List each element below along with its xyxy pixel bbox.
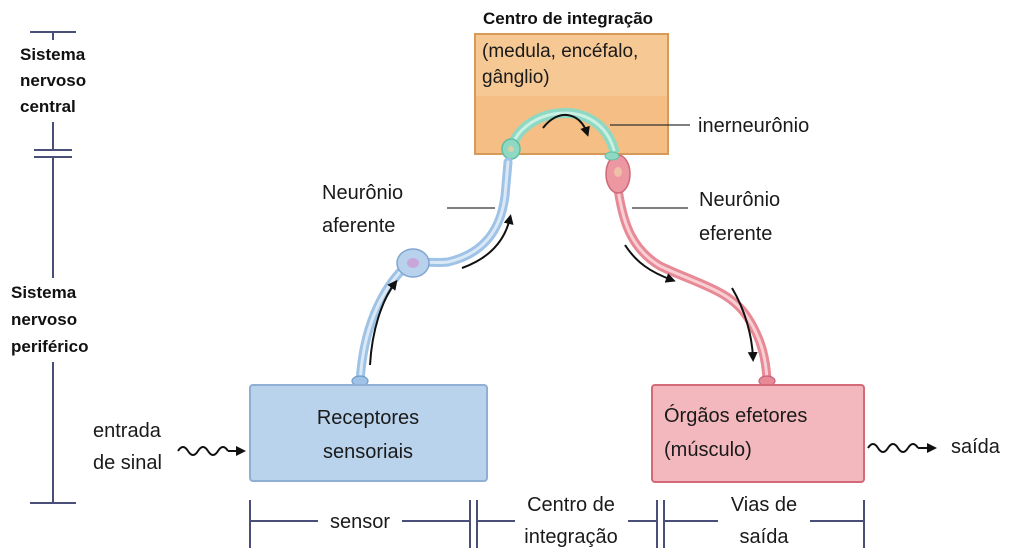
efferent-label-line-1: Neurônio xyxy=(699,189,780,211)
effector-organs-box xyxy=(651,384,865,483)
pns-label-line-3: periférico xyxy=(11,337,88,356)
signal-output: saída xyxy=(867,436,1001,458)
input-squiggle xyxy=(177,446,229,456)
interneuron-arrow xyxy=(542,113,590,137)
afferent-arrow-lower xyxy=(369,279,398,366)
afferent-arrow-upper xyxy=(461,214,514,269)
interneuron-axon-highlight xyxy=(509,111,616,152)
bottom-scale: sensor Centro de integração Vias de saíd… xyxy=(249,494,865,548)
interneuron-nucleus xyxy=(508,146,514,152)
interneuron: inerneurônio xyxy=(501,108,809,160)
sensory-receptors: Receptores sensoriais xyxy=(249,384,488,482)
sensor-label: sensor xyxy=(330,511,390,533)
effector-organs: Órgãos efetores (músculo) xyxy=(651,384,865,483)
integration-center: Centro de integração (medula, encéfalo, … xyxy=(474,9,669,155)
efferent-arrow-lower xyxy=(731,287,758,362)
efferent-arrow-upper xyxy=(624,244,676,283)
effector-organs-line-2: (músculo) xyxy=(664,439,752,461)
output-path-label-line-2: saída xyxy=(740,526,790,548)
integration-center-title: Centro de integração xyxy=(483,9,653,28)
integration-center-line-2: gânglio) xyxy=(482,67,550,88)
output-path-label-line-1: Vias de xyxy=(731,494,797,516)
efferent-label-line-2: eferente xyxy=(699,223,772,245)
output-squiggle xyxy=(867,443,919,453)
output-label: saída xyxy=(951,436,1001,458)
nervous-system-scale: Sistema nervoso central Sistema nervoso … xyxy=(11,31,88,504)
efferent-neuron: Neurônio eferente xyxy=(604,151,780,387)
signal-input: entrada de sinal xyxy=(93,420,246,474)
synapse-contact xyxy=(604,151,620,161)
cns-label-line-2: nervoso xyxy=(20,71,86,90)
integration-label-line-2: integração xyxy=(524,526,617,548)
afferent-label-line-2: aferente xyxy=(322,215,395,237)
effector-organs-line-1: Órgãos efetores xyxy=(664,404,807,427)
cns-label-line-3: central xyxy=(20,97,76,116)
integration-center-line-1: (medula, encéfalo, xyxy=(482,41,638,62)
pns-label-line-1: Sistema xyxy=(11,283,77,302)
efferent-nucleus xyxy=(614,167,622,177)
afferent-label-line-1: Neurônio xyxy=(322,182,403,204)
cns-label-line-1: Sistema xyxy=(20,45,86,64)
sensory-receptors-line-1: Receptores xyxy=(317,407,419,429)
sensory-receptors-line-2: sensoriais xyxy=(323,441,413,463)
input-label-line-2: de sinal xyxy=(93,452,162,474)
sensory-receptors-box xyxy=(249,384,488,482)
integration-label-line-1: Centro de xyxy=(527,494,615,516)
input-label-line-1: entrada xyxy=(93,420,162,442)
efferent-axon-highlight xyxy=(615,180,769,382)
afferent-neuron: Neurônio aferente xyxy=(322,157,514,389)
afferent-nucleus xyxy=(407,258,419,268)
interneuron-label: inerneurônio xyxy=(698,115,809,137)
pns-label-line-2: nervoso xyxy=(11,310,77,329)
